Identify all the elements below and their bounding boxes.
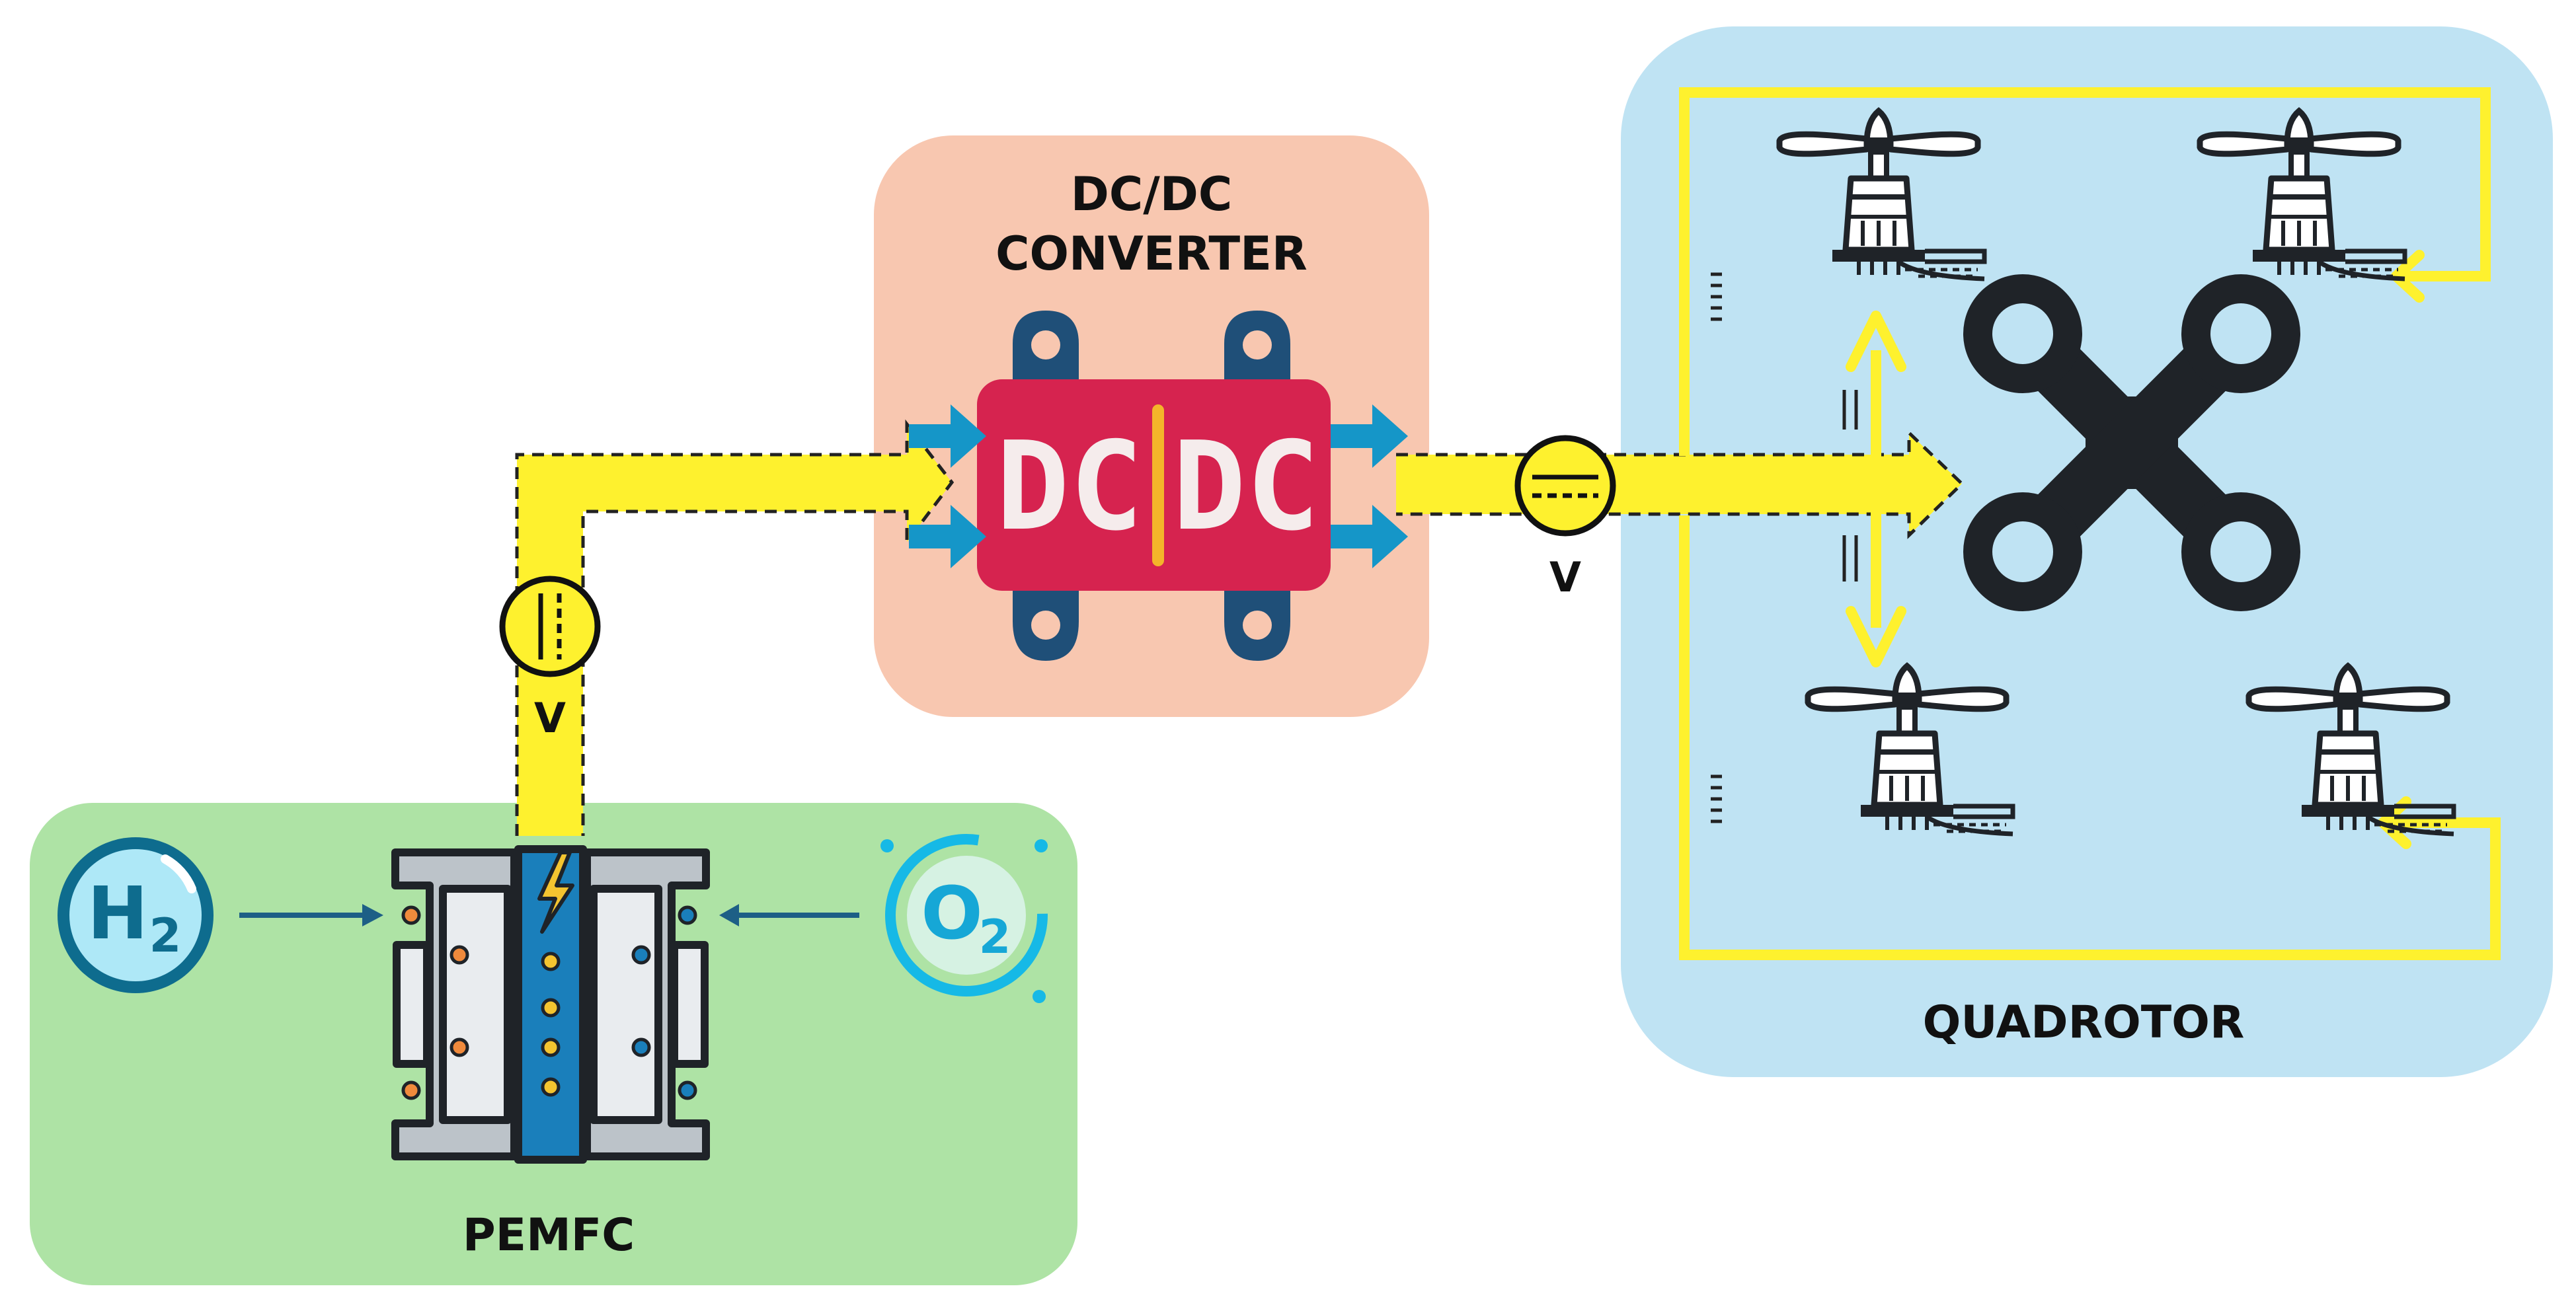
pemfc-label: PEMFC xyxy=(463,1209,635,1261)
bus-voltage-label: V xyxy=(1549,553,1581,601)
pemfc-to-converter-path-outline xyxy=(515,419,955,836)
hydrogen-icon: H 2 xyxy=(58,837,214,993)
converter-to-quadrotor-path-outline xyxy=(1396,429,1965,539)
oxygen-icon: O 2 xyxy=(880,834,1048,1003)
pemfc-to-converter-path xyxy=(517,424,952,836)
pemfc-voltage-label: V xyxy=(534,694,566,742)
chip-right-text: DC xyxy=(1173,415,1320,558)
chip-left-text: DC xyxy=(996,415,1144,558)
quadrotor-panel xyxy=(1621,26,2553,1077)
oxygen-feed-arrow xyxy=(719,904,859,926)
converter-title-line2: CONVERTER xyxy=(995,227,1308,281)
oxygen-symbol: O xyxy=(921,871,983,956)
converter-flow-arrows xyxy=(909,404,1408,568)
hydrogen-subscript: 2 xyxy=(149,909,182,963)
fuel-cell-dots xyxy=(401,905,697,1100)
converter-title-line1: DC/DC xyxy=(1071,167,1233,221)
bus-voltage-meter xyxy=(1514,435,1616,537)
pemfc-voltage-meter xyxy=(499,576,601,677)
dc-dc-chip-icon: DC DC xyxy=(977,311,1331,661)
fuel-cell-stack-icon xyxy=(391,845,710,1164)
quadrotor-label: QUADROTOR xyxy=(1923,996,2245,1049)
drone-icon xyxy=(1963,274,2300,611)
hydrogen-symbol: H xyxy=(87,871,148,956)
oxygen-subscript: 2 xyxy=(979,910,1011,964)
hydrogen-feed-arrow xyxy=(239,904,383,926)
dc-symbol-marks xyxy=(1711,272,1858,823)
